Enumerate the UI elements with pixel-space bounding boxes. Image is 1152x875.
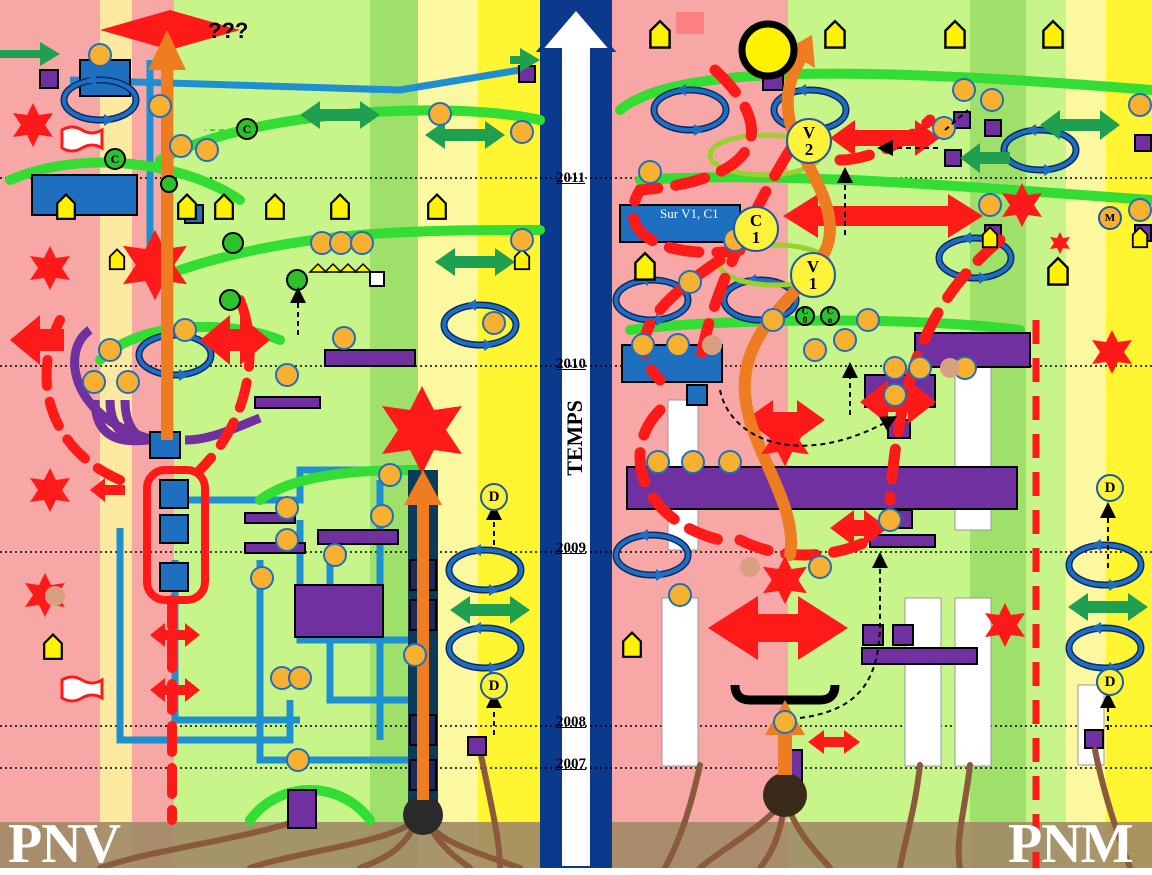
- v1-marker: V 1: [790, 252, 836, 298]
- left-panel-elements: [0, 10, 545, 868]
- year-2007: 2007: [556, 756, 586, 772]
- year-2010: 2010: [556, 356, 586, 372]
- year-2011: 2011: [556, 170, 586, 186]
- m-marker: M: [1098, 206, 1122, 230]
- corner-label-pnm: PNM: [1008, 813, 1134, 875]
- d-marker-right-2: D: [1096, 668, 1124, 696]
- d-marker-left-1: D: [480, 483, 508, 511]
- c0-marker: C 0: [795, 306, 815, 326]
- v2-marker: V 2: [786, 118, 832, 164]
- sur-v1-label: Sur V1, C1: [660, 206, 719, 221]
- d-marker-left-2: D: [480, 672, 508, 700]
- axis-label-temps: TEMPS: [562, 400, 587, 476]
- c1-marker: C 1: [733, 206, 779, 252]
- year-2009: 2009: [556, 540, 586, 556]
- co-marker: C o: [820, 306, 840, 326]
- green-c-marker-1: C: [236, 118, 258, 140]
- green-c-marker-2: C: [104, 148, 126, 170]
- time-axis-arrow: [535, 0, 617, 868]
- question-marks: ???: [208, 18, 249, 43]
- d-marker-right-1: D: [1096, 474, 1124, 502]
- year-2008: 2008: [556, 714, 586, 730]
- corner-label-pnv: PNV: [8, 813, 121, 875]
